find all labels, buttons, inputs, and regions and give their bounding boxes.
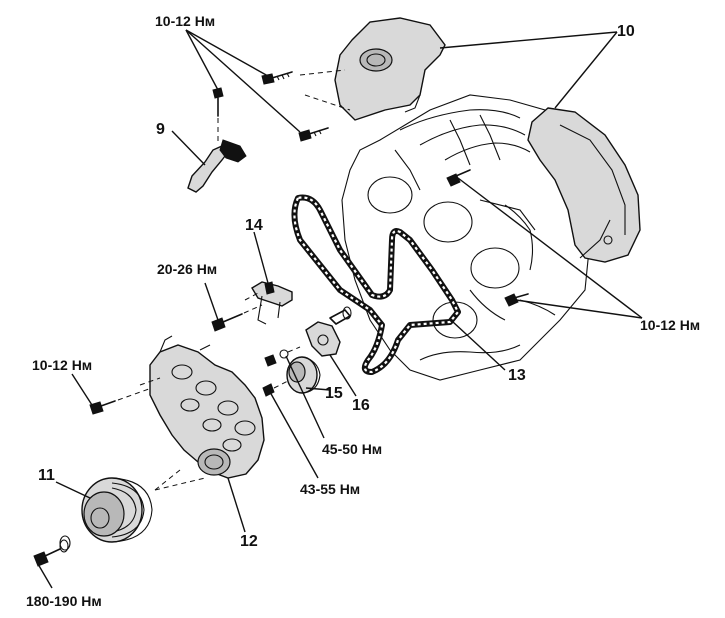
part-10-upper-cover-left — [299, 17, 446, 121]
part-13-timing-belt — [291, 194, 461, 375]
washer — [59, 535, 71, 551]
bolt — [298, 127, 329, 142]
cover-hole — [234, 420, 256, 436]
cover-hole — [202, 418, 222, 432]
part-label-13: 13 — [508, 367, 526, 384]
bolt — [211, 304, 263, 332]
torque-label-left: 10-12 Нм — [32, 357, 93, 373]
bolt — [446, 169, 471, 187]
bolt — [212, 87, 224, 145]
bolt — [262, 379, 291, 397]
part-label-15: 15 — [325, 385, 343, 402]
cylinder-bore — [470, 247, 520, 289]
torque-label-45: 45-50 Нм — [322, 441, 383, 457]
part-12-lower-cover — [139, 335, 265, 491]
part-11-crank-pulley — [81, 477, 153, 543]
cover-hole — [222, 438, 242, 452]
cover-hole — [195, 380, 217, 396]
torque-label-right: 10-12 Нм — [640, 317, 701, 333]
cylinder-bore — [423, 201, 473, 243]
part-label-10: 10 — [617, 23, 635, 40]
part-16-idler-bracket — [305, 321, 341, 357]
crank-bolt — [33, 539, 69, 567]
part-label-16: 16 — [352, 397, 370, 414]
torque-label-43: 43-55 Нм — [300, 481, 361, 497]
bolt-small — [329, 306, 352, 325]
part-label-12: 12 — [240, 533, 258, 550]
part-10-upper-cover-right — [527, 107, 641, 263]
crank-opening — [197, 448, 231, 476]
cover-hole — [180, 398, 200, 412]
cover-hole — [171, 364, 193, 380]
cover-hole — [217, 400, 239, 416]
part-9-sensor-bracket — [187, 139, 247, 193]
torque-label-tensioner: 20-26 Нм — [157, 261, 218, 277]
torque-label-top: 10-12 Нм — [155, 13, 216, 29]
torque-label-pulley: 180-190 Нм — [26, 593, 102, 609]
part-14-tensioner — [244, 281, 293, 325]
part-label-9: 9 — [156, 121, 165, 138]
cover-opening — [359, 48, 393, 72]
bolt — [264, 346, 301, 367]
leader-lines — [37, 29, 643, 589]
bolt — [261, 71, 293, 85]
bolt — [504, 293, 529, 307]
cylinder-bore — [367, 176, 413, 214]
part-15-idler-pulley — [286, 356, 321, 394]
part-label-14: 14 — [245, 217, 263, 234]
part-label-11: 11 — [38, 467, 55, 484]
